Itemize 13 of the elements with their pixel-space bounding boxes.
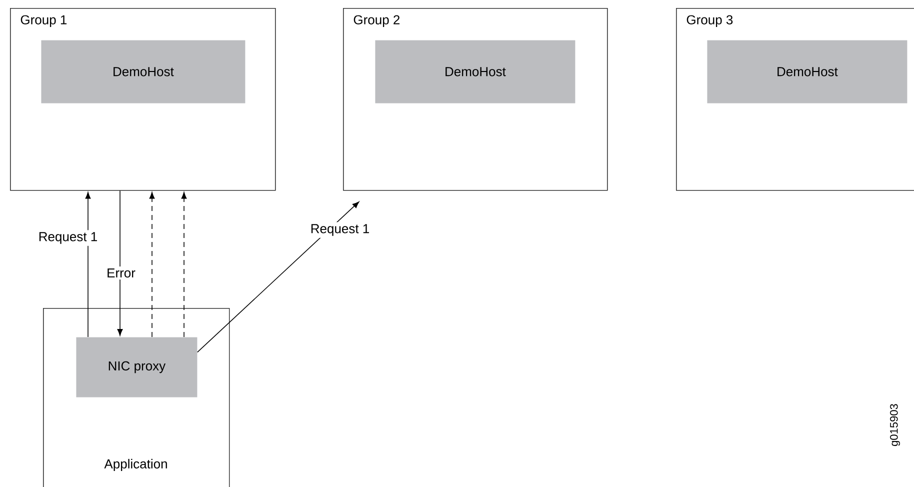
arrow	[85, 192, 91, 338]
arrow	[149, 192, 155, 338]
arrow	[197, 202, 360, 353]
arrow	[117, 190, 123, 336]
host-box: DemoHost	[375, 40, 576, 104]
edge-label: Request 1	[308, 222, 372, 238]
edge-label: Request 1	[36, 230, 100, 246]
host-box: DemoHost	[707, 40, 908, 104]
figure-id: g015903	[890, 404, 900, 446]
host-box: NIC proxy	[76, 337, 198, 398]
edge-label: Error	[104, 266, 138, 280]
host-box: DemoHost	[41, 40, 246, 104]
arrow	[181, 192, 187, 338]
